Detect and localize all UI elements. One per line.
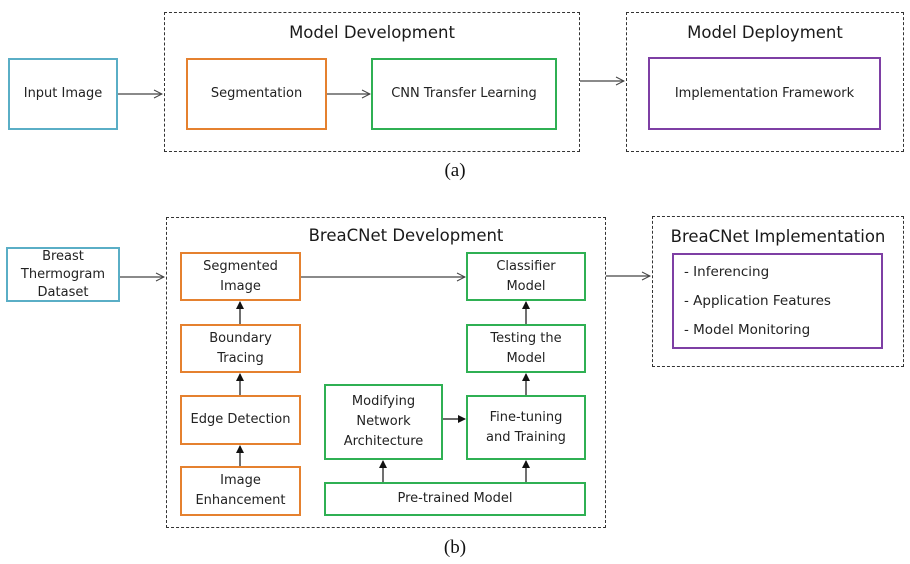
fine-tuning-training-box: Fine-tuning and Training (466, 395, 586, 460)
breacnet-implementation-title: BreaCNet Implementation (670, 227, 886, 246)
boundary-tracing-box: Boundary Tracing (180, 324, 301, 373)
breacnet-development-group: BreaCNet Development (166, 217, 606, 528)
model-deployment-group: Model Deployment (626, 12, 904, 152)
testing-the-model-box: Testing the Model (466, 324, 586, 373)
breast-thermogram-dataset-label: Breast Thermogram Dataset (20, 248, 106, 300)
testing-the-model-label: Testing the Model (490, 330, 562, 366)
classifier-model-box: Classifier Model (466, 252, 586, 301)
edge-detection-box: Edge Detection (180, 395, 301, 445)
implementation-item: - Inferencing (684, 263, 770, 280)
input-image-label: Input Image (23, 86, 103, 101)
segmentation-box: Segmentation (186, 58, 327, 130)
caption-a: (a) (444, 160, 466, 181)
modifying-network-architecture-box: Modifying Network Architecture (324, 384, 443, 460)
segmented-image-label: Segmented Image (203, 258, 278, 294)
image-enhancement-box: Image Enhancement (180, 466, 301, 516)
implementation-item: - Model Monitoring (684, 322, 811, 339)
segmentation-label: Segmentation (210, 86, 303, 101)
breacnet-development-title: BreaCNet Development (308, 226, 504, 245)
input-image-box: Input Image (8, 58, 118, 130)
caption-b: (b) (443, 537, 467, 558)
edge-detection-label: Edge Detection (190, 412, 291, 427)
implementation-item: - Application Features (684, 292, 831, 309)
breacnet-implementation-group: BreaCNet Implementation (652, 216, 904, 367)
model-deployment-title: Model Deployment (687, 23, 843, 42)
model-development-title: Model Development (289, 23, 455, 42)
segmented-image-box: Segmented Image (180, 252, 301, 301)
fine-tuning-training-label: Fine-tuning and Training (486, 409, 566, 445)
boundary-tracing-label: Boundary Tracing (209, 330, 272, 366)
pretrained-model-label: Pre-trained Model (397, 491, 513, 506)
classifier-model-label: Classifier Model (496, 258, 556, 294)
image-enhancement-label: Image Enhancement (195, 473, 286, 508)
implementation-features-box: - Inferencing - Application Features - M… (672, 253, 883, 349)
cnn-transfer-learning-box: CNN Transfer Learning (371, 58, 557, 130)
breast-thermogram-dataset-box: Breast Thermogram Dataset (6, 247, 120, 302)
model-development-group: Model Development (164, 12, 580, 152)
cnn-transfer-learning-label: CNN Transfer Learning (391, 86, 537, 101)
implementation-framework-label: Implementation Framework (674, 85, 855, 101)
implementation-framework-box: Implementation Framework (648, 57, 881, 130)
modifying-network-architecture-label: Modifying Network Architecture (343, 394, 424, 449)
pretrained-model-box: Pre-trained Model (324, 482, 586, 516)
